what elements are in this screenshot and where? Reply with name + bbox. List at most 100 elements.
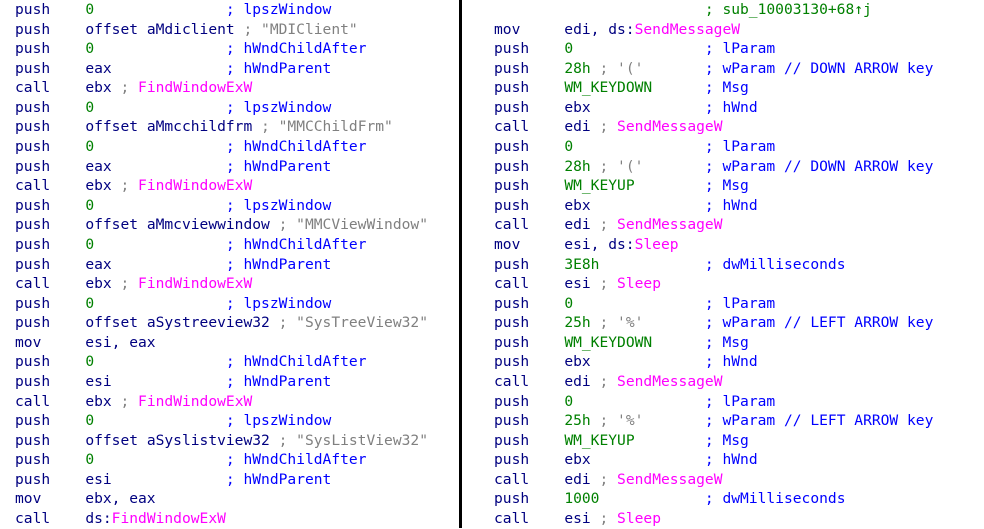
operand[interactable]: edi [564,470,600,488]
code-line[interactable]: push 0 ; lParam [494,39,933,59]
operand[interactable]: ebx [564,98,591,116]
code-line[interactable]: mov ebx, eax [15,489,428,509]
operand[interactable]: offset aMmcchildfrm [85,118,262,136]
operand[interactable]: offset aSystreeview32 [85,314,279,332]
operand[interactable]: offset aSyslistview32 [85,431,279,449]
code-line[interactable]: push ebx ; hWnd [494,196,933,216]
code-line[interactable]: push offset aSystreeview32 ; "SysTreeVie… [15,313,428,333]
code-line[interactable]: call edi ; SendMessageW [494,372,933,392]
code-line[interactable]: push WM_KEYDOWN ; Msg [494,78,933,98]
code-line[interactable]: push 0 ; lpszWindow [15,196,428,216]
code-line[interactable]: push eax ; hWndParent [15,157,428,177]
code-line[interactable]: call edi ; SendMessageW [494,470,933,490]
code-line[interactable]: call ebx ; FindWindowExW [15,78,428,98]
api-name[interactable]: Sleep [617,275,661,293]
code-line[interactable]: push 0 ; hWndChildAfter [15,39,428,59]
code-line[interactable]: push esi ; hWndParent [15,470,428,490]
api-name[interactable]: SendMessageW [617,118,723,136]
api-name[interactable]: FindWindowExW [138,177,253,195]
code-line[interactable]: push 1000 ; dwMilliseconds [494,489,933,509]
operand[interactable]: esi, eax [85,333,156,351]
api-name[interactable]: SendMessageW [617,216,723,234]
code-line[interactable]: push offset aMmcviewwindow ; "MMCViewWin… [15,215,428,235]
code-line[interactable]: ; sub_10003130+68↑j [494,0,933,20]
code-line[interactable]: push 28h ; '(' ; wParam // DOWN ARROW ke… [494,157,933,177]
code-line[interactable]: push 0 ; lpszWindow [15,411,428,431]
operand[interactable]: ebx, eax [85,490,156,508]
api-name[interactable]: FindWindowExW [138,392,253,410]
operand[interactable]: esi [85,470,112,488]
code-line[interactable]: push WM_KEYUP ; Msg [494,176,933,196]
code-line[interactable]: push ebx ; hWnd [494,98,933,118]
operand[interactable]: eax [85,255,112,273]
code-line[interactable]: push 0 ; hWndChildAfter [15,450,428,470]
operand[interactable]: esi, ds: [564,235,635,253]
code-line[interactable]: push 0 ; lParam [494,137,933,157]
pane-divider[interactable] [459,0,462,528]
code-line[interactable]: mov edi, ds:SendMessageW [494,20,933,40]
code-line[interactable]: push 0 ; lpszWindow [15,98,428,118]
code-line[interactable]: call edi ; SendMessageW [494,215,933,235]
code-line[interactable]: mov esi, ds:Sleep [494,235,933,255]
code-line[interactable]: call esi ; Sleep [494,509,933,529]
operand[interactable]: ebx [85,177,121,195]
code-line[interactable]: push 25h ; '%' ; wParam // LEFT ARROW ke… [494,411,933,431]
code-line[interactable]: push 0 ; hWndChildAfter [15,137,428,157]
code-line[interactable]: push 0 ; hWndChildAfter [15,235,428,255]
api-name[interactable]: FindWindowExW [138,79,253,97]
code-line[interactable]: push 28h ; '(' ; wParam // DOWN ARROW ke… [494,59,933,79]
operand[interactable]: ebx [564,196,591,214]
operand[interactable]: edi, ds: [564,20,635,38]
code-line[interactable]: push offset aMdiclient ; "MDIClient" [15,20,428,40]
operand[interactable]: eax [85,59,112,77]
operand[interactable]: ebx [85,392,121,410]
operand[interactable]: eax [85,157,112,175]
code-line[interactable]: push offset aMmcchildfrm ; "MMCChildFrm" [15,117,428,137]
operand[interactable]: esi [564,510,600,528]
code-line[interactable]: call ds:FindWindowExW [15,509,428,529]
operand[interactable]: ebx [564,353,591,371]
operand[interactable]: edi [564,216,600,234]
code-line[interactable]: push esi ; hWndParent [15,372,428,392]
code-line[interactable]: push 0 ; lpszWindow [15,0,428,20]
code-line[interactable]: push 0 ; lpszWindow [15,294,428,314]
code-line[interactable]: push 0 ; lParam [494,392,933,412]
api-name[interactable]: SendMessageW [634,20,741,38]
operand[interactable]: ds: [85,510,112,528]
operand[interactable]: edi [564,118,600,136]
code-line[interactable]: mov esi, eax [15,333,428,353]
code-line[interactable]: push eax ; hWndParent [15,59,428,79]
operand[interactable]: offset aMmcviewwindow [85,216,279,234]
code-line[interactable]: call ebx ; FindWindowExW [15,274,428,294]
operand[interactable]: esi [85,372,112,390]
code-line[interactable]: push 0 ; lParam [494,294,933,314]
operand[interactable]: offset aMdiclient [85,20,244,38]
code-line[interactable]: push 25h ; '%' ; wParam // LEFT ARROW ke… [494,313,933,333]
code-line[interactable]: call esi ; Sleep [494,274,933,294]
operand[interactable]: ebx [85,79,121,97]
code-line[interactable]: push 0 ; hWndChildAfter [15,352,428,372]
api-name[interactable]: FindWindowExW [138,275,253,293]
comment[interactable]: sub_10003130+68↑j [722,1,872,18]
code-line[interactable]: push WM_KEYUP ; Msg [494,431,933,451]
api-name[interactable]: Sleep [634,235,679,253]
code-line[interactable]: push ebx ; hWnd [494,352,933,372]
code-line[interactable]: push offset aSyslistview32 ; "SysListVie… [15,431,428,451]
code-line[interactable]: push eax ; hWndParent [15,255,428,275]
code-line[interactable]: call edi ; SendMessageW [494,117,933,137]
api-name[interactable]: SendMessageW [617,372,723,390]
api-name[interactable]: SendMessageW [617,470,723,488]
code-line[interactable]: push 3E8h ; dwMilliseconds [494,255,933,275]
operand[interactable]: ebx [85,275,121,293]
code-line[interactable]: push WM_KEYDOWN ; Msg [494,333,933,353]
code-line[interactable]: push ebx ; hWnd [494,450,933,470]
operand[interactable]: esi [564,275,600,293]
api-name[interactable]: Sleep [617,510,661,528]
operand[interactable]: ebx [564,451,591,469]
code-line[interactable]: call ebx ; FindWindowExW [15,392,428,412]
operand[interactable]: edi [564,372,600,390]
code-line[interactable]: call ebx ; FindWindowExW [15,176,428,196]
api-name[interactable]: FindWindowExW [111,510,226,528]
